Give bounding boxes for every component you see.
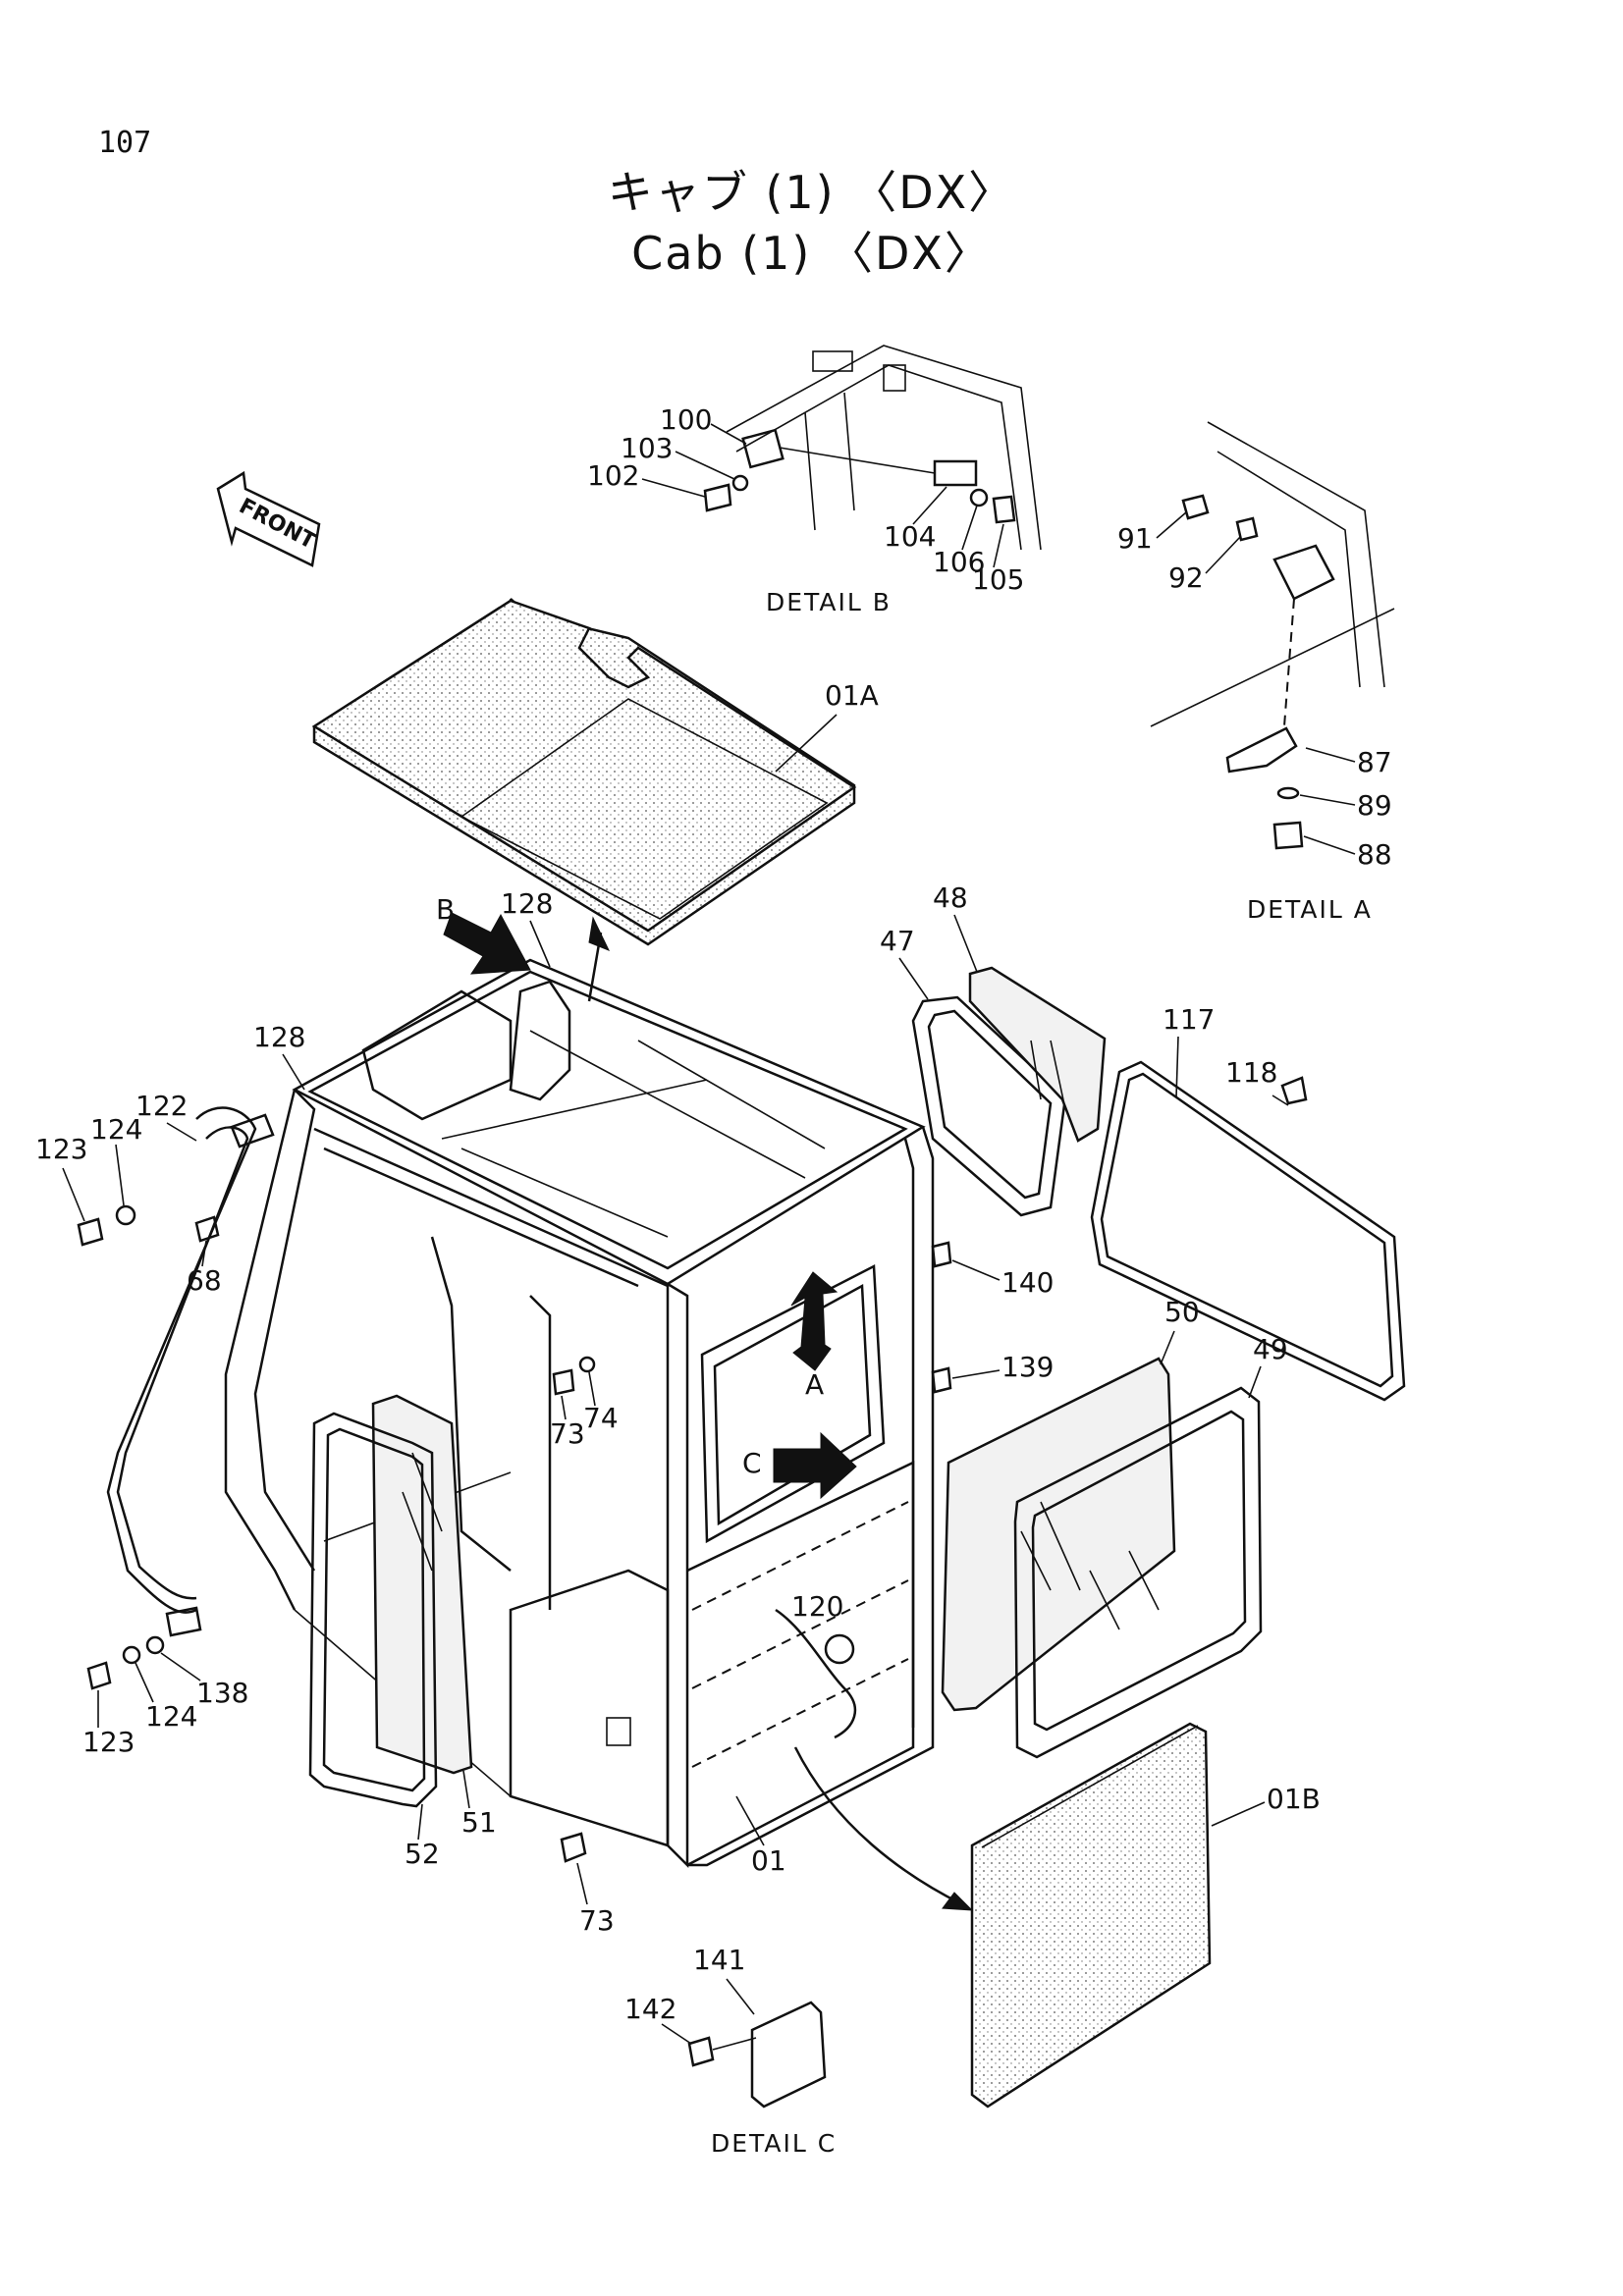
label-01: 01 [751, 1844, 786, 1877]
side-window-117 [1090, 1060, 1406, 1402]
washer-part-124-lower [122, 1645, 141, 1665]
label-128-top: 128 [501, 887, 553, 920]
front-direction-arrow: FRONT [216, 470, 321, 567]
bolt-part-102 [703, 483, 732, 512]
roof-panel-01a [311, 598, 857, 946]
window-seal-52 [308, 1412, 438, 1808]
detail-b-drawing [703, 345, 1042, 551]
label-142: 142 [624, 1993, 676, 2025]
window-glass-50 [941, 1357, 1176, 1712]
label-89: 89 [1357, 789, 1392, 822]
label-92: 92 [1168, 561, 1204, 594]
label-117: 117 [1163, 1003, 1215, 1036]
detail-c-drawing [687, 2001, 827, 2109]
nut-part-92 [1235, 516, 1259, 542]
label-68: 68 [187, 1264, 222, 1297]
cable-part-120 [775, 1608, 856, 1739]
washer-part-138 [145, 1635, 165, 1655]
label-122: 122 [135, 1090, 188, 1122]
window-seal-49 [1013, 1386, 1263, 1759]
label-123-top: 123 [35, 1133, 87, 1165]
label-49: 49 [1253, 1333, 1288, 1365]
label-88: 88 [1357, 838, 1392, 871]
detail-a-caption: DETAIL A [1247, 895, 1373, 924]
label-100: 100 [660, 403, 712, 436]
label-73-upper: 73 [550, 1417, 585, 1450]
label-124-lower: 124 [145, 1700, 197, 1733]
title-japanese: キャブ (1) 〈DX〉 [607, 166, 1016, 219]
label-73-lower: 73 [579, 1904, 615, 1937]
view-label-c: C [742, 1447, 762, 1479]
label-138: 138 [196, 1677, 248, 1709]
bolt-part-88 [1272, 821, 1304, 850]
label-128-left: 128 [253, 1021, 305, 1053]
bracket-housing [1272, 544, 1335, 601]
washer-part-106 [969, 488, 989, 507]
label-141: 141 [693, 1944, 745, 1976]
latch-part-87 [1225, 726, 1298, 774]
detail-c-caption: DETAIL C [711, 2129, 837, 2158]
label-104: 104 [884, 520, 936, 553]
bolt-part-68 [194, 1215, 220, 1243]
label-01b: 01B [1267, 1783, 1321, 1815]
label-74: 74 [583, 1402, 619, 1434]
label-139: 139 [1001, 1351, 1054, 1383]
page-number: 107 [98, 126, 152, 160]
label-120: 120 [791, 1590, 843, 1623]
window-glass-48 [968, 966, 1107, 1143]
cover-plate-141 [750, 2001, 827, 2109]
label-50: 50 [1164, 1296, 1200, 1328]
label-103: 103 [621, 432, 673, 464]
floor-panel-arrow [793, 1746, 963, 1906]
label-140: 140 [1001, 1266, 1054, 1299]
bracket-part-104 [933, 459, 978, 487]
label-47: 47 [880, 925, 915, 957]
title-english: Cab (1) 〈DX〉 [631, 227, 992, 280]
label-91: 91 [1117, 522, 1153, 555]
bracket-part-100 [741, 428, 784, 469]
bolt-part-105 [992, 495, 1016, 524]
bolt-part-139 [931, 1366, 952, 1394]
view-arrow-a [790, 1271, 839, 1371]
bolt-part-123-lower [86, 1661, 112, 1690]
handrail-part-122 [106, 1106, 275, 1637]
label-102: 102 [587, 459, 639, 492]
washer-part-124-top [115, 1204, 136, 1226]
view-arrow-c [773, 1431, 857, 1500]
clip-part-118 [1280, 1076, 1308, 1105]
label-118: 118 [1225, 1056, 1277, 1089]
bolt-part-142 [687, 2036, 715, 2067]
detail-b-caption: DETAIL B [766, 588, 892, 616]
bolt-part-73-upper [552, 1368, 575, 1396]
label-01a: 01A [825, 679, 879, 712]
bolt-part-73-lower [560, 1832, 587, 1863]
cab-frame-01 [224, 958, 935, 1869]
washer-part-89 [1276, 786, 1300, 800]
label-51: 51 [461, 1806, 497, 1839]
label-123-lower: 123 [82, 1726, 135, 1758]
washer-part-74 [578, 1356, 596, 1373]
bolt-part-91 [1181, 494, 1210, 520]
window-seal-47 [911, 995, 1067, 1217]
view-label-b: B [436, 893, 455, 926]
label-106: 106 [933, 546, 985, 578]
view-arrow-b [443, 912, 531, 975]
label-87: 87 [1357, 746, 1392, 778]
detail-a-drawing [1150, 421, 1395, 850]
bolt-part-140 [931, 1241, 952, 1268]
label-105: 105 [972, 563, 1024, 596]
label-124-top: 124 [90, 1113, 142, 1146]
washer-part-103 [731, 474, 749, 492]
label-52: 52 [405, 1838, 440, 1870]
label-48: 48 [933, 881, 968, 914]
view-label-a: A [805, 1368, 824, 1401]
bolt-part-123-top [77, 1217, 104, 1247]
floor-panel-01b [970, 1722, 1212, 2109]
